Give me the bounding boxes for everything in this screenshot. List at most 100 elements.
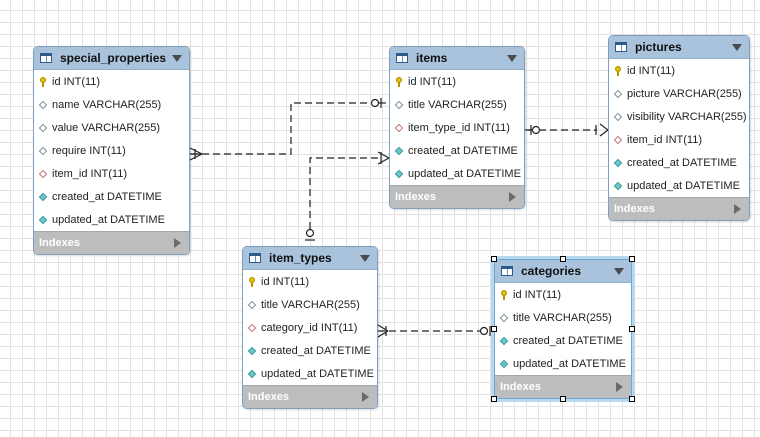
column-row[interactable]: created_at DATETIME	[243, 339, 377, 362]
expand-arrow-icon[interactable]	[734, 204, 741, 214]
selection-handle[interactable]	[629, 256, 635, 262]
expand-arrow-icon[interactable]	[616, 382, 623, 392]
column-definition: created_at DATETIME	[52, 190, 162, 203]
column-definition: value VARCHAR(255)	[52, 121, 161, 134]
not-null-attribute-icon	[38, 215, 48, 225]
relationship-itemtypes-items	[309, 157, 378, 229]
column-row[interactable]: id INT(11)	[495, 283, 631, 306]
indexes-bar[interactable]: Indexes	[243, 385, 377, 408]
attribute-icon	[38, 123, 48, 133]
table-header[interactable]: items	[390, 47, 524, 70]
indexes-bar[interactable]: Indexes	[495, 375, 631, 398]
column-definition: created_at DATETIME	[261, 344, 371, 357]
primary-key-icon	[394, 76, 404, 87]
column-row[interactable]: item_id INT(11)	[609, 128, 749, 151]
selection-handle[interactable]	[491, 256, 497, 262]
column-definition: created_at DATETIME	[408, 144, 518, 157]
column-definition: category_id INT(11)	[261, 321, 358, 334]
column-row[interactable]: item_type_id INT(11)	[390, 116, 524, 139]
table-icon	[615, 42, 627, 52]
connector-mark	[377, 324, 389, 332]
column-row[interactable]: value VARCHAR(255)	[34, 116, 189, 139]
foreign-key-icon	[394, 123, 404, 133]
primary-key-icon	[499, 289, 509, 300]
selection-handle[interactable]	[560, 396, 566, 402]
column-row[interactable]: created_at DATETIME	[390, 139, 524, 162]
selection-handle[interactable]	[629, 326, 635, 332]
collapse-arrow-icon[interactable]	[172, 55, 182, 62]
table-pictures[interactable]: pictures id INT(11) picture VARCHAR(255) vi…	[608, 35, 750, 221]
selection-handle[interactable]	[629, 396, 635, 402]
column-row[interactable]: updated_at DATETIME	[34, 208, 189, 231]
column-row[interactable]: updated_at DATETIME	[495, 352, 631, 375]
collapse-arrow-icon[interactable]	[507, 55, 517, 62]
column-definition: item_type_id INT(11)	[408, 121, 510, 134]
column-row[interactable]: id INT(11)	[609, 59, 749, 82]
selection-handle[interactable]	[560, 256, 566, 262]
collapse-arrow-icon[interactable]	[732, 44, 742, 51]
column-row[interactable]: id INT(11)	[34, 70, 189, 93]
table-header[interactable]: item_types	[243, 247, 377, 270]
indexes-bar[interactable]: Indexes	[34, 231, 189, 254]
table-header[interactable]: categories	[495, 260, 631, 283]
column-definition: item_id INT(11)	[627, 133, 702, 146]
column-definition: id INT(11)	[627, 64, 676, 77]
table-header[interactable]: special_properties	[34, 47, 189, 70]
indexes-bar[interactable]: Indexes	[609, 197, 749, 220]
column-definition: require INT(11)	[52, 144, 126, 157]
column-definition: title VARCHAR(255)	[261, 298, 360, 311]
column-row[interactable]: title VARCHAR(255)	[495, 306, 631, 329]
column-row[interactable]: created_at DATETIME	[609, 151, 749, 174]
connector-mark	[377, 157, 390, 165]
column-row[interactable]: visibility VARCHAR(255)	[609, 105, 749, 128]
expand-arrow-icon[interactable]	[362, 392, 369, 402]
primary-key-icon	[38, 76, 48, 87]
column-definition: title VARCHAR(255)	[513, 311, 612, 324]
not-null-attribute-icon	[247, 369, 257, 379]
indexes-bar[interactable]: Indexes	[390, 185, 524, 208]
column-row[interactable]: created_at DATETIME	[495, 329, 631, 352]
column-row[interactable]: updated_at DATETIME	[609, 174, 749, 197]
collapse-arrow-icon[interactable]	[360, 255, 370, 262]
foreign-key-icon	[613, 135, 623, 145]
collapse-arrow-icon[interactable]	[614, 268, 624, 275]
column-row[interactable]: id INT(11)	[243, 270, 377, 293]
column-row[interactable]: updated_at DATETIME	[243, 362, 377, 385]
column-row[interactable]: require INT(11)	[34, 139, 189, 162]
column-row[interactable]: created_at DATETIME	[34, 185, 189, 208]
column-row[interactable]: name VARCHAR(255)	[34, 93, 189, 116]
column-definition: picture VARCHAR(255)	[627, 87, 742, 100]
column-row[interactable]: item_id INT(11)	[34, 162, 189, 185]
expand-arrow-icon[interactable]	[174, 238, 181, 248]
table-icon	[40, 53, 52, 63]
optional-marker	[531, 125, 541, 135]
column-definition: id INT(11)	[52, 75, 101, 88]
table-icon	[501, 266, 513, 276]
selection-handle[interactable]	[491, 326, 497, 332]
column-definition: title VARCHAR(255)	[408, 98, 507, 111]
column-row[interactable]: category_id INT(11)	[243, 316, 377, 339]
column-definition: updated_at DATETIME	[52, 213, 165, 226]
indexes-label: Indexes	[395, 191, 436, 203]
table-name: items	[416, 51, 448, 65]
column-row[interactable]: updated_at DATETIME	[390, 162, 524, 185]
table-header[interactable]: pictures	[609, 36, 749, 59]
column-row[interactable]: title VARCHAR(255)	[390, 93, 524, 116]
column-definition: item_id INT(11)	[52, 167, 127, 180]
attribute-icon	[499, 313, 509, 323]
foreign-key-icon	[38, 169, 48, 179]
expand-arrow-icon[interactable]	[509, 192, 516, 202]
selection-handle[interactable]	[491, 396, 497, 402]
column-row[interactable]: title VARCHAR(255)	[243, 293, 377, 316]
table-icon	[249, 253, 261, 263]
column-row[interactable]: picture VARCHAR(255)	[609, 82, 749, 105]
table-items[interactable]: items id INT(11) title VARCHAR(255) item_ty…	[389, 46, 525, 209]
column-definition: updated_at DATETIME	[261, 367, 374, 380]
column-row[interactable]: id INT(11)	[390, 70, 524, 93]
optional-marker	[479, 326, 489, 336]
optional-marker	[370, 98, 380, 108]
